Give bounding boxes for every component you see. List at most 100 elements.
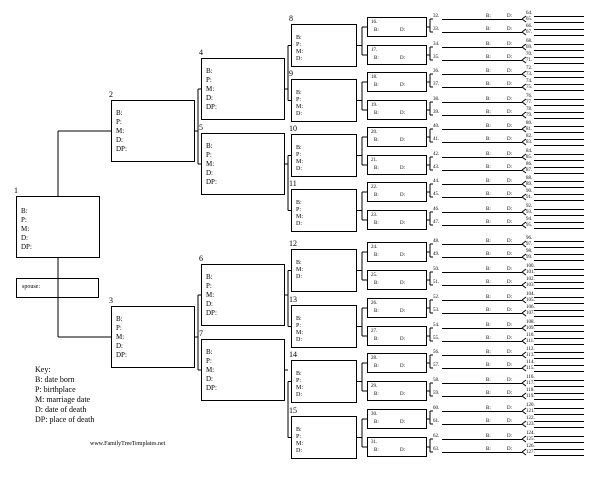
ancestor-line[interactable]	[534, 181, 584, 182]
ancestor-line[interactable]	[442, 197, 522, 198]
ancestor-line[interactable]	[442, 439, 522, 440]
ancestor-box-18.[interactable]: 18.B:D:	[367, 72, 427, 92]
website-link[interactable]: www.FamilyTreeTemplates.net	[90, 441, 166, 447]
ancestor-box-17.[interactable]: 17.B:D:	[367, 45, 427, 65]
person-box-8[interactable]: B:P:M:D:	[291, 24, 357, 67]
ancestor-line[interactable]	[442, 32, 522, 33]
ancestor-line[interactable]	[534, 160, 584, 161]
ancestor-line[interactable]	[442, 157, 522, 158]
ancestor-line[interactable]	[534, 325, 584, 326]
ancestor-line[interactable]	[442, 328, 522, 329]
ancestor-box-21.[interactable]: 21.B:D:	[367, 155, 427, 175]
ancestor-line[interactable]	[534, 408, 584, 409]
ancestor-line[interactable]	[534, 71, 584, 72]
ancestor-box-25.[interactable]: 25.B:D:	[367, 270, 427, 290]
ancestor-line[interactable]	[534, 275, 584, 276]
ancestor-line[interactable]	[534, 436, 584, 437]
ancestor-line[interactable]	[442, 87, 522, 88]
ancestor-line[interactable]	[442, 60, 522, 61]
ancestor-line[interactable]	[442, 424, 522, 425]
person-box-14[interactable]: B:P:M:D:	[291, 360, 357, 403]
ancestor-line[interactable]	[534, 118, 584, 119]
ancestor-line[interactable]	[534, 29, 584, 30]
ancestor-box-26.[interactable]: 26.B:D:	[367, 298, 427, 318]
ancestor-box-16.[interactable]: 16.B:D:	[367, 17, 427, 37]
ancestor-line[interactable]	[534, 399, 584, 400]
ancestor-line[interactable]	[534, 297, 584, 298]
ancestor-line[interactable]	[534, 35, 584, 36]
ancestor-line[interactable]	[534, 126, 584, 127]
ancestor-line[interactable]	[534, 241, 584, 242]
ancestor-line[interactable]	[534, 371, 584, 372]
ancestor-box-20.[interactable]: 20.B:D:	[367, 127, 427, 147]
ancestor-line[interactable]	[534, 132, 584, 133]
ancestor-line[interactable]	[534, 386, 584, 387]
ancestor-line[interactable]	[442, 452, 522, 453]
person-box-4[interactable]: B:P:M:D:DP:	[201, 58, 285, 120]
ancestor-line[interactable]	[534, 269, 584, 270]
ancestor-line[interactable]	[442, 184, 522, 185]
person-box-13[interactable]: B:P:M:D:	[291, 305, 357, 348]
ancestor-line[interactable]	[534, 421, 584, 422]
ancestor-line[interactable]	[534, 57, 584, 58]
ancestor-line[interactable]	[534, 365, 584, 366]
ancestor-line[interactable]	[534, 209, 584, 210]
ancestor-line[interactable]	[534, 260, 584, 261]
ancestor-line[interactable]	[534, 442, 584, 443]
ancestor-line[interactable]	[442, 244, 522, 245]
ancestor-box-19.[interactable]: 19.B:D:	[367, 100, 427, 120]
ancestor-line[interactable]	[534, 22, 584, 23]
ancestor-line[interactable]	[534, 228, 584, 229]
ancestor-line[interactable]	[534, 16, 584, 17]
spouse-box[interactable]: spouse:	[16, 278, 99, 298]
ancestor-box-22.[interactable]: 22.B:D:	[367, 182, 427, 202]
ancestor-line[interactable]	[534, 154, 584, 155]
person-box-2[interactable]: B:P:M:D:DP:	[111, 100, 195, 162]
ancestor-line[interactable]	[534, 380, 584, 381]
person-box-3[interactable]: B:P:M:D:DP:	[111, 306, 195, 368]
ancestor-line[interactable]	[442, 272, 522, 273]
ancestor-line[interactable]	[534, 303, 584, 304]
ancestor-line[interactable]	[442, 142, 522, 143]
ancestor-box-23.[interactable]: 23.B:D:	[367, 210, 427, 230]
ancestor-line[interactable]	[534, 63, 584, 64]
ancestor-line[interactable]	[534, 316, 584, 317]
ancestor-line[interactable]	[534, 288, 584, 289]
person-box-1[interactable]: B:P:M:D:DP:	[16, 196, 100, 258]
ancestor-line[interactable]	[442, 212, 522, 213]
person-box-5[interactable]: B:P:M:D:DP:	[201, 133, 285, 195]
ancestor-line[interactable]	[534, 352, 584, 353]
ancestor-line[interactable]	[534, 331, 584, 332]
ancestor-line[interactable]	[534, 194, 584, 195]
ancestor-line[interactable]	[534, 449, 584, 450]
ancestor-line[interactable]	[442, 411, 522, 412]
ancestor-line[interactable]	[534, 145, 584, 146]
ancestor-line[interactable]	[534, 222, 584, 223]
ancestor-line[interactable]	[534, 455, 584, 456]
person-box-10[interactable]: B:P:M:D:	[291, 134, 357, 177]
ancestor-box-24.[interactable]: 24.B:D:	[367, 242, 427, 262]
ancestor-box-29.[interactable]: 29.B:D:	[367, 381, 427, 401]
ancestor-line[interactable]	[534, 247, 584, 248]
ancestor-line[interactable]	[442, 285, 522, 286]
ancestor-line[interactable]	[534, 393, 584, 394]
person-box-15[interactable]: B:P:M:D:	[291, 416, 357, 459]
ancestor-line[interactable]	[442, 170, 522, 171]
person-box-6[interactable]: B:P:M:D:DP:	[201, 264, 285, 326]
ancestor-line[interactable]	[534, 215, 584, 216]
ancestor-box-30.[interactable]: 30.B:D:	[367, 409, 427, 429]
ancestor-line[interactable]	[534, 77, 584, 78]
ancestor-line[interactable]	[534, 427, 584, 428]
ancestor-line[interactable]	[534, 358, 584, 359]
ancestor-line[interactable]	[534, 50, 584, 51]
ancestor-line[interactable]	[442, 225, 522, 226]
ancestor-box-27.[interactable]: 27.B:D:	[367, 326, 427, 346]
ancestor-line[interactable]	[534, 112, 584, 113]
ancestor-line[interactable]	[442, 19, 522, 20]
person-box-9[interactable]: B:P:M:D:	[291, 79, 357, 122]
ancestor-line[interactable]	[442, 341, 522, 342]
ancestor-line[interactable]	[534, 139, 584, 140]
ancestor-line[interactable]	[534, 173, 584, 174]
ancestor-line[interactable]	[442, 300, 522, 301]
ancestor-line[interactable]	[534, 187, 584, 188]
